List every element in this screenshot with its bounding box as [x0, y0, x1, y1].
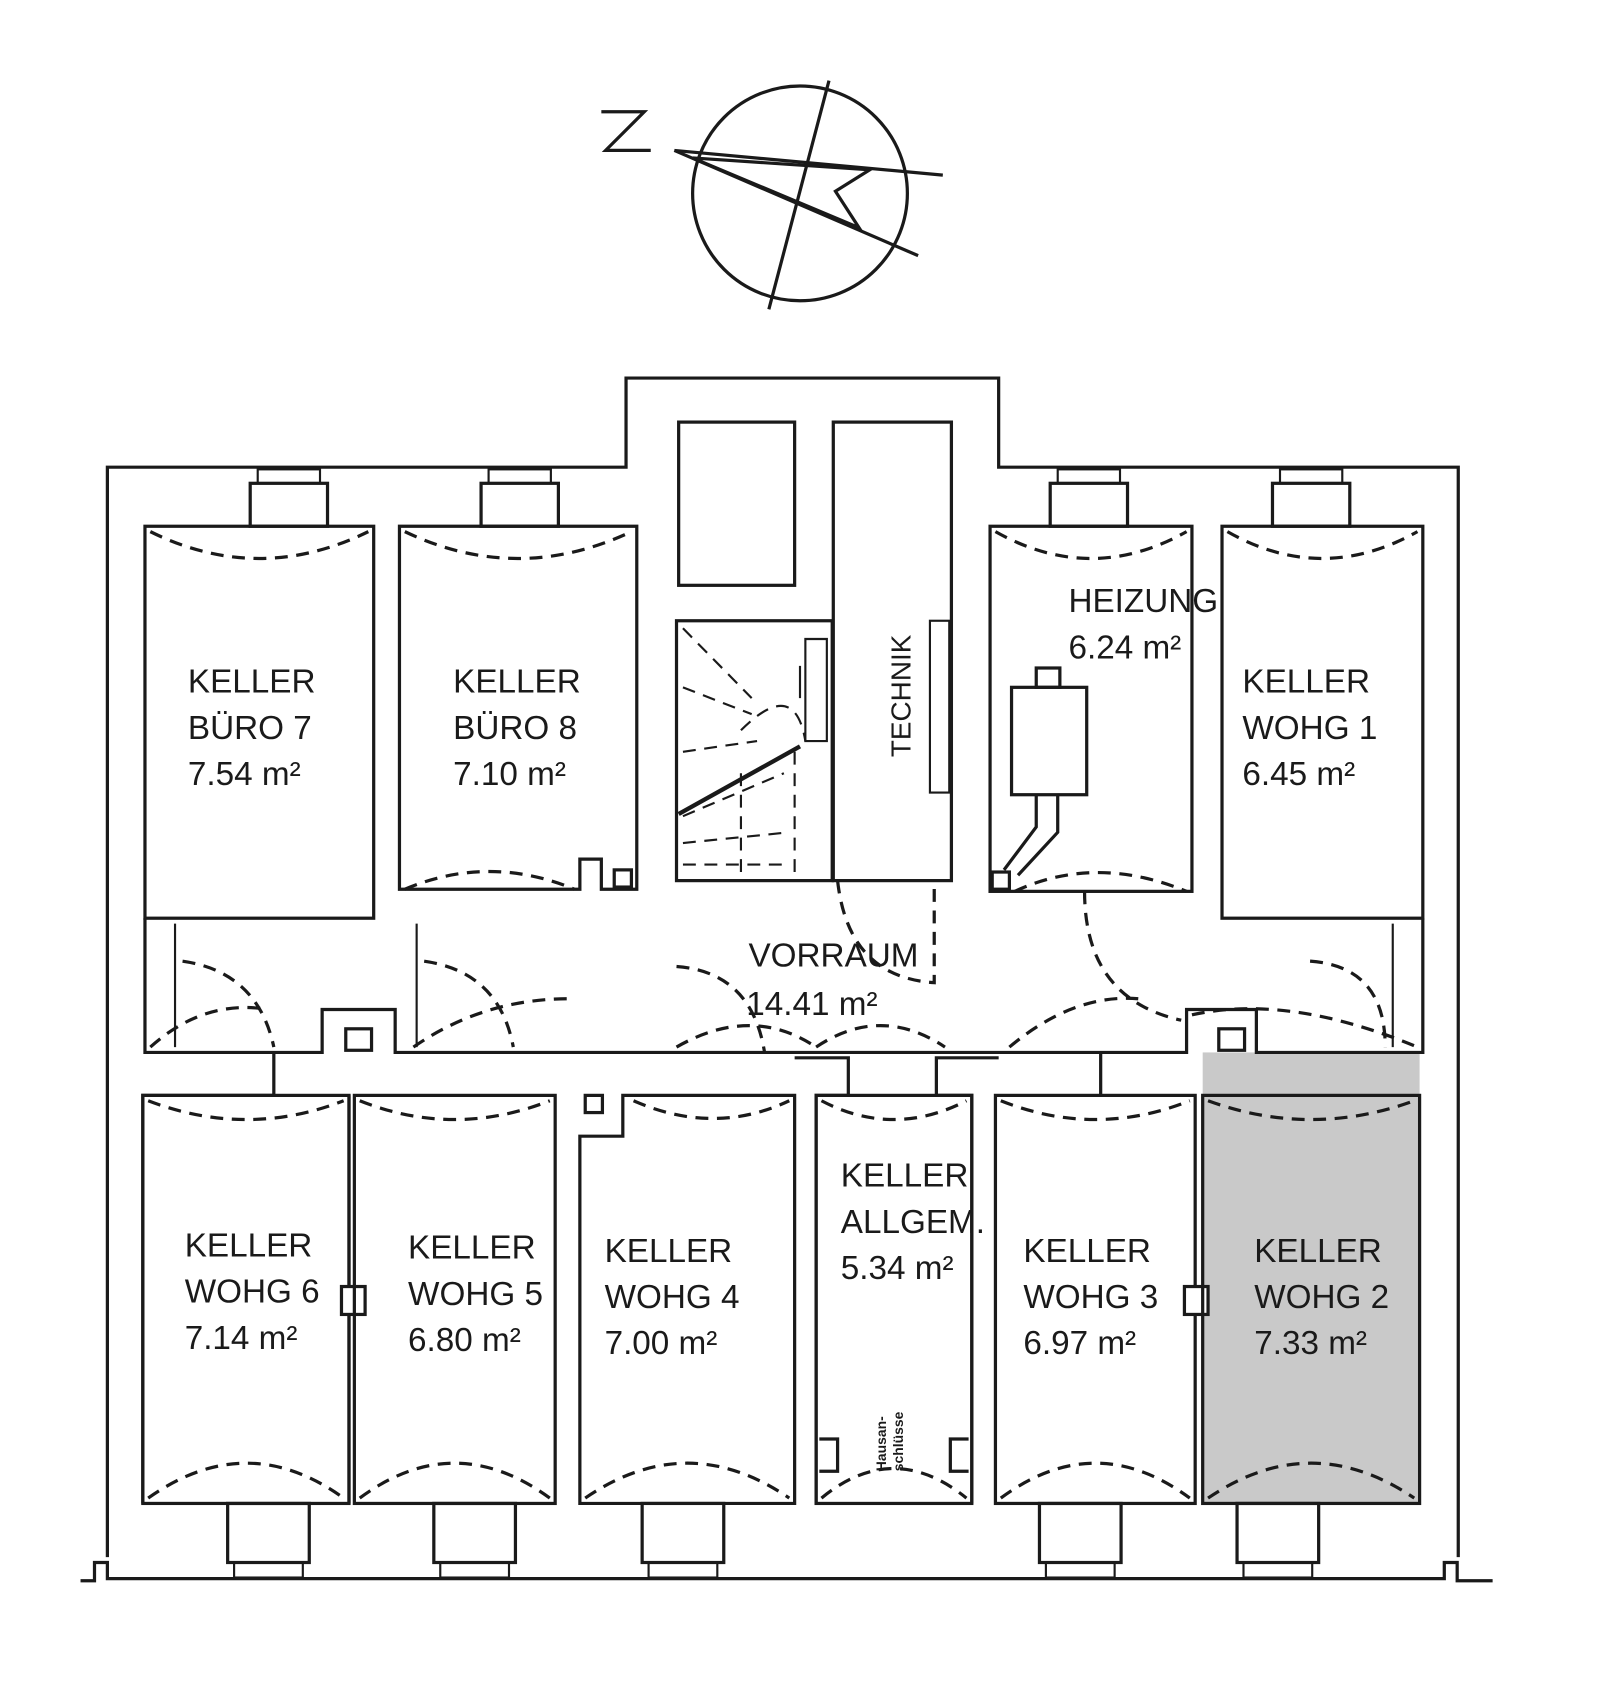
room-label: KELLER: [841, 1158, 969, 1195]
compass-rose: N: [601, 80, 943, 310]
room-label: TECHNIK: [886, 634, 917, 757]
window-wells-top: [248, 468, 1352, 528]
room-area: 6.45 m²: [1242, 756, 1355, 793]
room-label: KELLER: [408, 1230, 536, 1267]
room-label: WOHG 6: [185, 1274, 320, 1311]
room-note: schlüsse: [890, 1411, 906, 1471]
room-keller-wohg-3: KELLER WOHG 3 6.97 m²: [993, 1052, 1197, 1506]
pillar: [1182, 1284, 1210, 1317]
room-label: KELLER: [188, 664, 316, 701]
room-keller-wohg-5: KELLER WOHG 5 6.80 m²: [352, 1093, 557, 1506]
room-area: 7.14 m²: [185, 1320, 298, 1357]
room-technik: TECHNIK: [831, 420, 954, 883]
room-label: KELLER: [1242, 664, 1370, 701]
room-vorraum: VORRAUM 14.41 m²: [143, 880, 1425, 1055]
north-arrow-icon: [691, 156, 875, 232]
room-label: WOHG 4: [605, 1279, 740, 1316]
room-label: WOHG 1: [1242, 710, 1377, 747]
room-area: 7.33 m²: [1254, 1325, 1367, 1362]
room-label: WOHG 5: [408, 1276, 543, 1313]
room-keller-wohg-6: KELLER WOHG 6 7.14 m²: [141, 1052, 351, 1506]
room-label: WOHG 3: [1023, 1279, 1158, 1316]
staircase: [674, 420, 834, 883]
room-label: KELLER: [1254, 1233, 1382, 1270]
room-label: KELLER: [605, 1233, 733, 1270]
room-keller-buero-8: KELLER BÜRO 8 7.10 m²: [397, 524, 639, 891]
room-heizung: HEIZUNG 6.24 m²: [988, 524, 1218, 893]
room-area: 7.54 m²: [188, 756, 301, 793]
room-keller-wohg-2: KELLER WOHG 2 7.33 m²: [1201, 1093, 1422, 1506]
room-area: 6.97 m²: [1023, 1325, 1136, 1362]
room-area: 5.34 m²: [841, 1250, 954, 1287]
room-label: BÜRO 8: [453, 710, 577, 747]
room-label: KELLER: [1023, 1233, 1151, 1270]
room-area: 7.00 m²: [605, 1325, 718, 1362]
room-area: 7.10 m²: [453, 756, 566, 793]
room-keller-buero-7: KELLER BÜRO 7 7.54 m²: [143, 524, 376, 920]
room-label: KELLER: [185, 1227, 313, 1264]
shaft: [677, 420, 797, 587]
room-area: 6.24 m²: [1068, 629, 1181, 666]
room-keller-wohg-1: KELLER WOHG 1 6.45 m²: [1220, 524, 1425, 920]
room-label: ALLGEM.: [841, 1204, 985, 1241]
north-letter-icon: [601, 110, 651, 153]
room-area: 14.41 m²: [746, 986, 877, 1023]
room-note: Hausan-: [873, 1416, 889, 1471]
window-wells-bottom: [226, 1501, 1321, 1579]
compass-circle: [691, 84, 909, 303]
boiler: [1009, 685, 1089, 797]
room-label: WOHG 2: [1254, 1279, 1389, 1316]
highlight-wohg2: [1202, 1052, 1420, 1504]
room-label: HEIZUNG: [1068, 583, 1218, 620]
room-label: KELLER: [453, 664, 581, 701]
room-label: BÜRO 7: [188, 710, 312, 747]
room-area: 6.80 m²: [408, 1322, 521, 1359]
room-keller-allgem: KELLER ALLGEM. 5.34 m² Hausan- schlüsse: [794, 1056, 999, 1506]
room-label: VORRAUM: [748, 938, 918, 975]
outer-walls: [80, 376, 1493, 1583]
room-keller-wohg-4: KELLER WOHG 4 7.00 m²: [578, 1093, 797, 1506]
